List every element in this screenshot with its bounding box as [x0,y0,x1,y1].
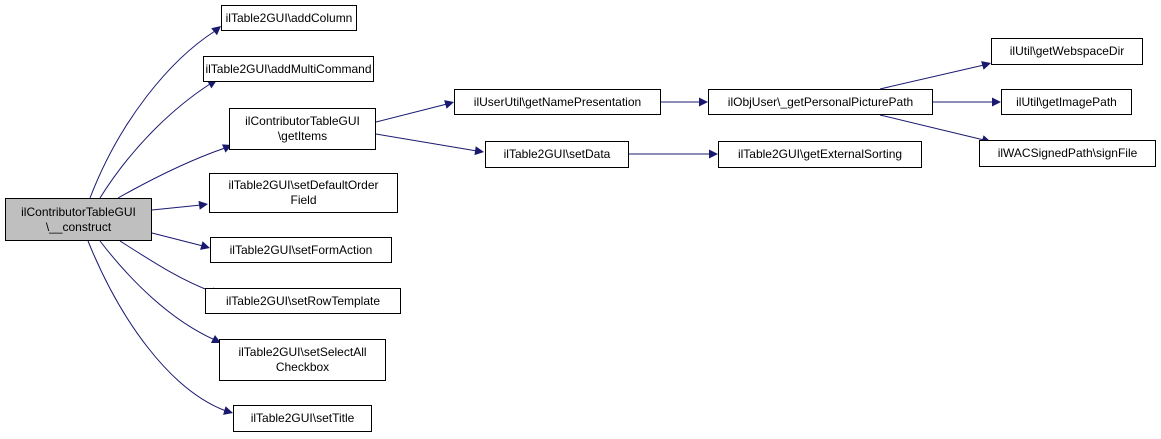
edge-root-to-defOrder [151,204,202,211]
node-label-line: ilUtil\getWebspaceDir [1009,44,1125,58]
node-label-line: ilTable2GUI\getExternalSorting [737,147,903,161]
edge-arrowhead [474,146,484,156]
node-label-line: ilTable2GUI\setFormAction [229,242,373,257]
node-iltable2gui-setrowtemplate[interactable]: ilTable2GUI\setRowTemplate [205,288,401,314]
edge-picPath-to-webspace [879,64,985,90]
edge-root-to-formAction [151,232,204,247]
edge-arrowhead [699,97,708,107]
edge-arrowhead [211,26,221,36]
node-label-line: Checkbox [275,360,330,374]
node-iltable2gui-settitle[interactable]: ilTable2GUI\setTitle [233,405,372,432]
edge-getItems-to-setData [375,133,478,152]
node-iltable2gui-setdata[interactable]: ilTable2GUI\setData [485,141,629,168]
node-label-line: ilContributorTableGUI [245,114,360,128]
node-label-line: ilTable2GUI\setSelectAll [238,345,367,359]
edge-root-to-setTitle [87,240,227,412]
node-iltable2gui-getexternalsorting[interactable]: ilTable2GUI\getExternalSorting [718,141,922,168]
node-ilcontributortablegui-construct[interactable]: ilContributorTableGUI\__construct [5,198,152,241]
node-ilcontributortablegui-getitems[interactable]: ilContributorTableGUI\getItems [229,108,376,150]
edge-root-to-selectAll [99,240,216,341]
node-label-line: ilTable2GUI\setRowTemplate [225,293,381,308]
edge-getItems-to-namePres [375,103,448,123]
node-label-line: \getItems [277,129,328,143]
edge-arrowhead [198,200,208,210]
edge-arrowhead [709,149,718,159]
node-label-line: ilTable2GUI\addMultiCommand [205,61,372,76]
node-ilutil-getimagepath[interactable]: ilUtil\getImagePath [1001,89,1132,115]
edge-arrowhead [223,406,233,415]
node-label-line: ilUserUtil\getNamePresentation [473,94,642,109]
edge-arrowhead [200,241,210,250]
edge-arrowhead [444,100,454,109]
node-label-line: ilWACSignedPath\signFile [997,146,1138,160]
node-label-line: Field [290,193,317,207]
edge-arrowhead [981,61,991,70]
edge-root-to-addMulti [99,83,211,199]
node-ilwacsignedpath-signfile[interactable]: ilWACSignedPath\signFile [979,140,1156,167]
edge-root-to-addColumn [89,30,216,199]
node-ilutil-getwebspacedir[interactable]: ilUtil\getWebspaceDir [991,38,1143,65]
node-iltable2gui-addmulticommand[interactable]: ilTable2GUI\addMultiCommand [203,56,374,82]
node-ilobjuser-getpersonalpicturepath[interactable]: ilObjUser\_getPersonalPicturePath [708,89,933,115]
node-label-line: \__construct [45,219,112,234]
edge-arrowhead [210,334,221,343]
edge-picPath-to-signFile [879,114,985,141]
edge-root-to-rowTpl [119,240,214,293]
node-label-line: ilTable2GUI\setDefaultOrder [228,178,379,192]
node-label-line: ilUtil\getImagePath [1016,94,1117,109]
node-iluserutil-getnamepresentation[interactable]: ilUserUtil\getNamePresentation [454,89,661,115]
edge-arrowhead [206,80,217,89]
node-iltable2gui-addcolumn[interactable]: ilTable2GUI\addColumn [221,5,357,31]
node-label-line: ilTable2GUI\setData [503,147,611,161]
edge-root-to-getItems [117,147,226,199]
node-label-line: ilTable2GUI\setTitle [250,411,355,425]
node-label-line: ilTable2GUI\addColumn [225,10,353,25]
node-label-line: ilObjUser\_getPersonalPicturePath [727,94,914,109]
node-label-line: ilContributorTableGUI [21,204,136,219]
node-iltable2gui-setformaction[interactable]: ilTable2GUI\setFormAction [210,237,392,263]
edge-arrowhead [992,97,1001,107]
